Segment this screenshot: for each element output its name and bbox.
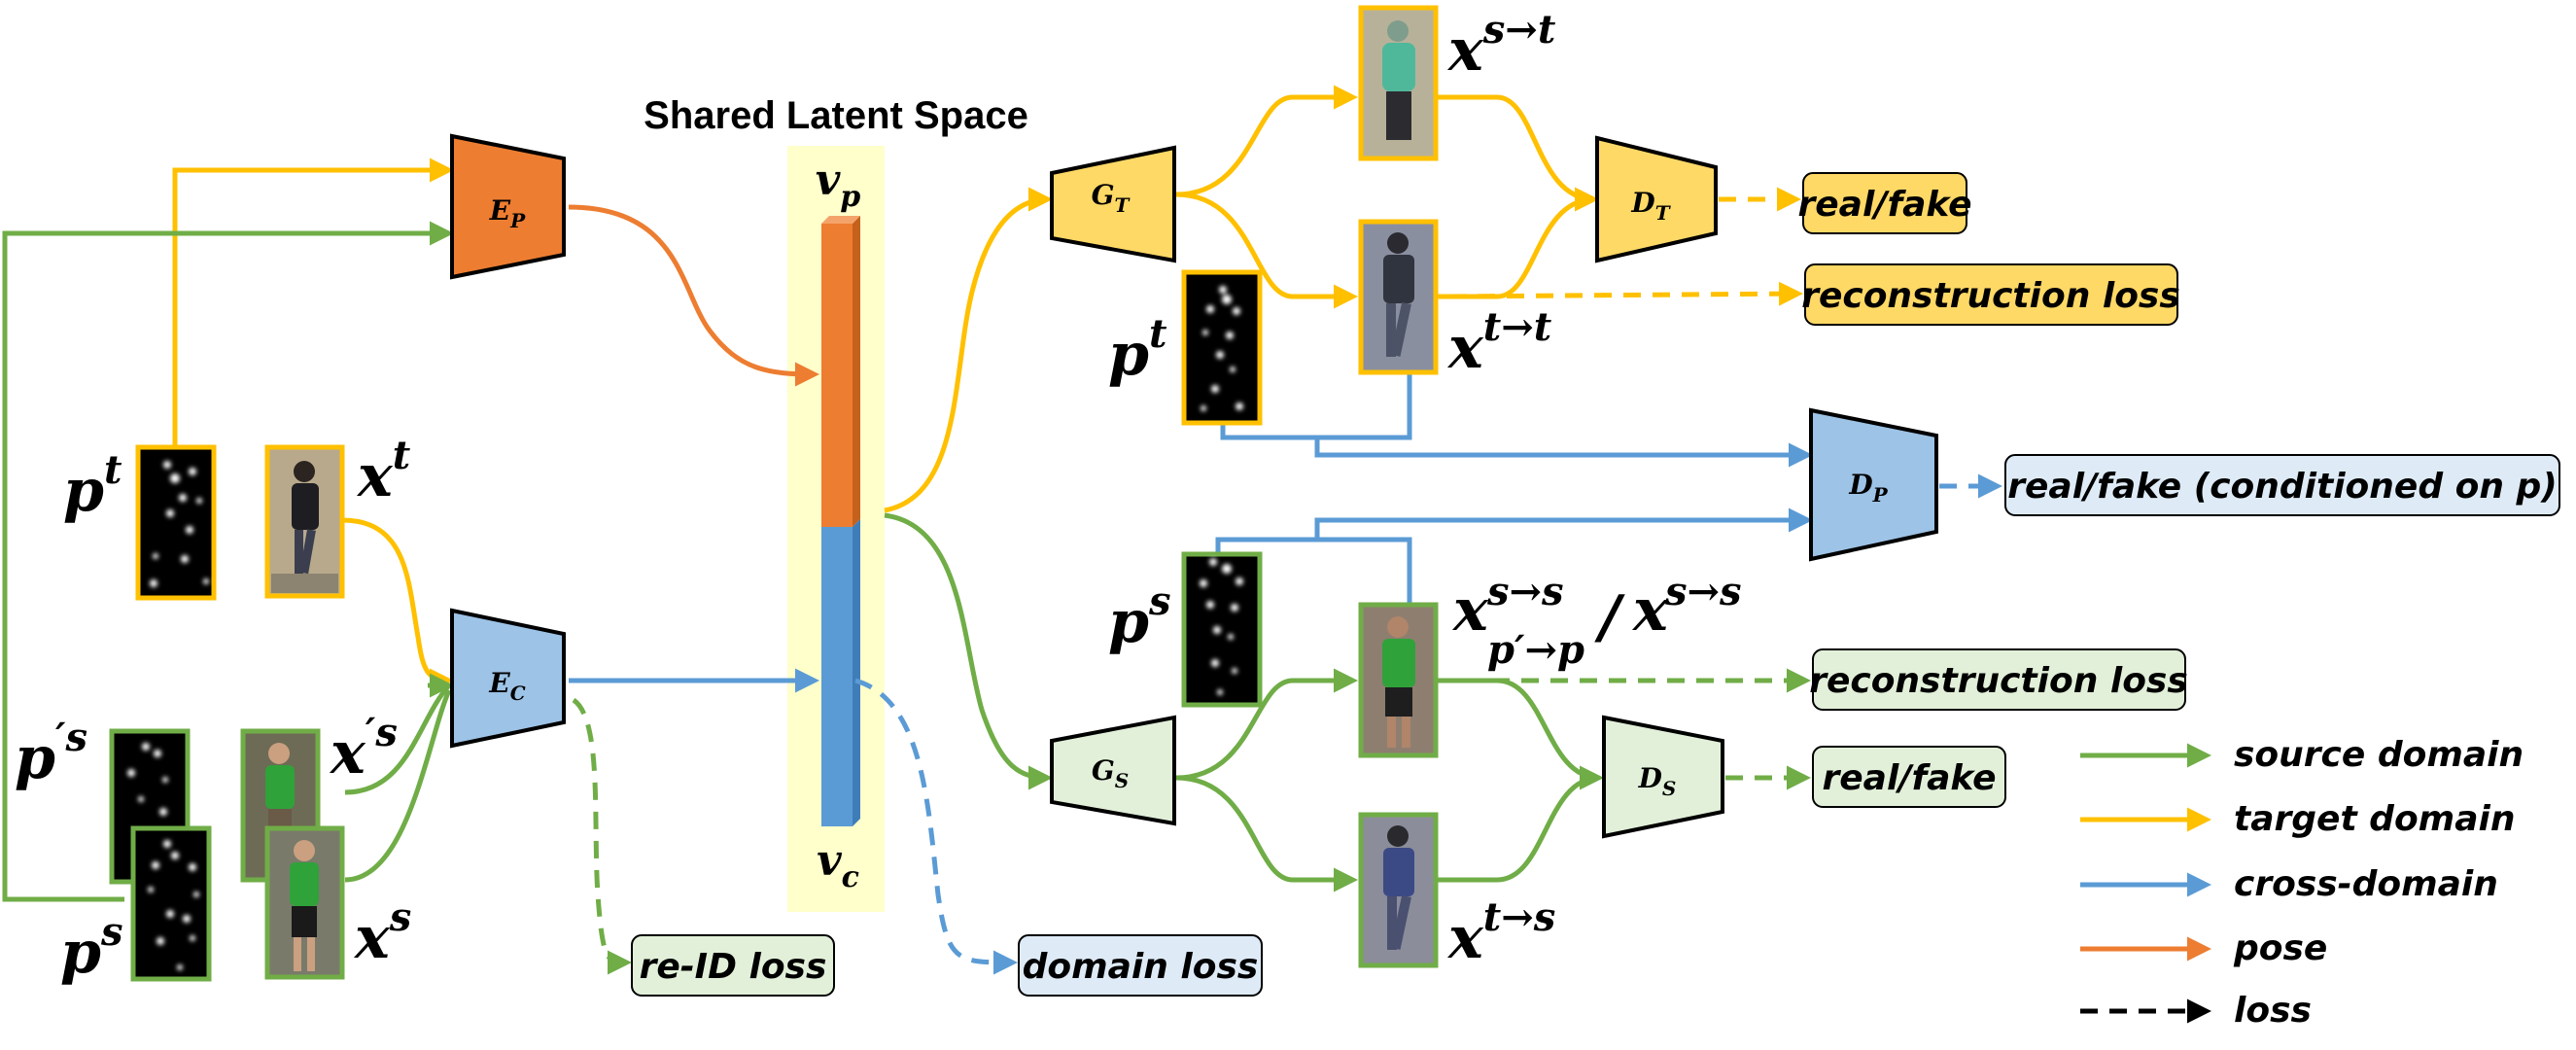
loss-reid: re-ID loss — [631, 934, 835, 997]
pose-encoder-block — [450, 133, 566, 280]
legend-loss: loss — [2080, 991, 2312, 1031]
content-encoder-label: EC — [488, 667, 525, 705]
label-x-t-to-t: xt→t — [1446, 304, 1552, 382]
svg-text:cross-domain: cross-domain — [2234, 864, 2498, 904]
label-x-prime-s-input: x′s — [329, 710, 398, 788]
label-x-s-to-t: xs→t — [1446, 7, 1556, 85]
source-discriminator-block — [1602, 715, 1724, 839]
content-code-label: vc — [817, 836, 859, 894]
svg-text:real/fake: real/fake — [1798, 185, 1972, 225]
target-generator-label: GT — [1092, 179, 1131, 217]
label-x-t-to-s: xt→s — [1446, 894, 1555, 972]
pose-discriminator-label: DP — [1848, 469, 1888, 507]
svg-text:real/fake (conditioned on p): real/fake (conditioned on p) — [2007, 467, 2558, 507]
loss-domain: domain loss — [1018, 934, 1263, 997]
pose-code-bar — [821, 224, 853, 527]
person-image-t-to-t — [1358, 219, 1439, 375]
legend-cross-domain: cross-domain — [2080, 864, 2498, 904]
svg-text:x: x — [1631, 577, 1669, 645]
source-generator-label: GS — [1092, 754, 1129, 792]
target-discriminator-block — [1595, 135, 1718, 263]
svg-text:pose: pose — [2233, 928, 2327, 968]
person-image-source-input — [264, 825, 345, 980]
svg-text:domain loss: domain loss — [1023, 947, 1259, 987]
pose-code-label: vp — [816, 156, 861, 214]
svg-text:target domain: target domain — [2234, 799, 2515, 839]
pose-encoder-label: EP — [489, 194, 526, 232]
loss-real-fake-target: real/fake — [1798, 172, 1972, 234]
target-discriminator-label: DT — [1630, 187, 1671, 225]
label-x-s-input: xs — [353, 894, 411, 972]
label-x-t-input: xt — [356, 433, 411, 510]
label-p-t-input: pt — [63, 447, 122, 525]
person-image-s-to-s — [1358, 602, 1439, 758]
loss-reconstruction-source: reconstruction loss — [1809, 648, 2188, 711]
label-p-s-right: ps — [1108, 578, 1170, 656]
loss-real-fake-source: real/fake — [1812, 746, 2006, 808]
pose-heatmap-source-right — [1181, 551, 1263, 708]
svg-text:source domain: source domain — [2234, 735, 2524, 775]
person-image-s-to-t — [1358, 5, 1439, 161]
target-generator-block — [1050, 145, 1176, 263]
svg-text:reconstruction loss: reconstruction loss — [1809, 661, 2188, 701]
pose-heatmap-source-input — [130, 825, 212, 982]
loss-reconstruction-target: reconstruction loss — [1801, 263, 2180, 326]
svg-text:x: x — [1451, 577, 1489, 645]
svg-text:re-ID loss: re-ID loss — [640, 947, 827, 987]
content-encoder-block — [450, 608, 566, 749]
svg-text:s→s: s→s — [1486, 569, 1564, 614]
svg-text:loss: loss — [2234, 991, 2312, 1031]
label-p-s-input: ps — [60, 909, 122, 987]
legend-pose: pose — [2080, 928, 2327, 968]
svg-text:/: / — [1594, 583, 1625, 651]
source-generator-block — [1050, 715, 1176, 826]
svg-text:real/fake: real/fake — [1823, 758, 1997, 798]
person-image-target-input — [264, 444, 345, 599]
latent-space-title: Shared Latent Space — [644, 94, 1028, 137]
pose-code-bar-top — [821, 216, 860, 224]
legend-source-domain: source domain — [2080, 735, 2524, 775]
loss-real-fake-pose: real/fake (conditioned on p) — [2004, 454, 2560, 516]
svg-text:p′→p: p′→p — [1487, 627, 1584, 673]
pose-discriminator-block — [1809, 407, 1938, 562]
svg-text:s→s: s→s — [1664, 569, 1742, 614]
content-code-bar — [821, 527, 853, 826]
label-p-t-right: pt — [1108, 311, 1167, 389]
label-x-s-to-s: x s→s p′→p / x s→s — [1451, 569, 1742, 673]
legend-target-domain: target domain — [2080, 799, 2515, 839]
source-discriminator-label: DS — [1638, 762, 1677, 800]
legend: source domain target domain cross-domain… — [2080, 735, 2524, 1031]
pose-heatmap-target-right — [1181, 269, 1263, 426]
svg-text:reconstruction loss: reconstruction loss — [1801, 276, 2180, 316]
label-p-prime-s-input: p′s — [15, 715, 87, 792]
person-image-t-to-s — [1358, 812, 1439, 968]
pose-heatmap-target-input — [135, 444, 217, 601]
